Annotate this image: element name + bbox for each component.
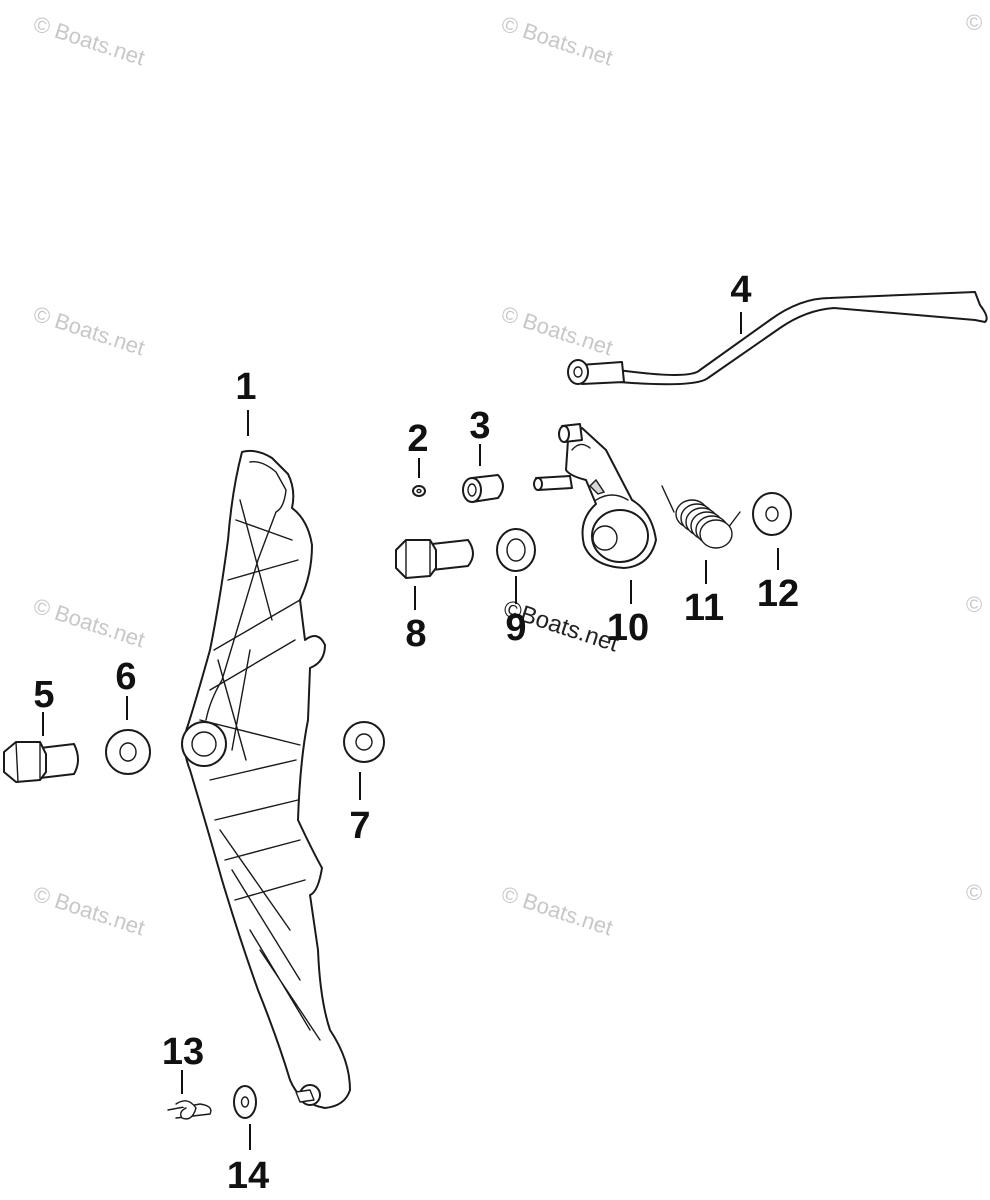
callout-14: 14 xyxy=(227,1155,269,1197)
part-7-washer xyxy=(343,721,385,763)
callout-8: 8 xyxy=(405,613,426,655)
callout-3: 3 xyxy=(469,405,490,447)
part-2-washer xyxy=(412,485,426,497)
part-12-washer xyxy=(752,492,792,536)
callout-12: 12 xyxy=(757,573,799,615)
part-10-lever xyxy=(533,423,657,569)
part-4-link-rod xyxy=(567,291,988,386)
callout-7: 7 xyxy=(349,805,370,847)
watermark: © Boats.net xyxy=(30,301,147,360)
part-5-bolt xyxy=(3,741,79,783)
callout-6: 6 xyxy=(115,656,136,698)
callout-10: 10 xyxy=(607,607,649,649)
part-14-washer xyxy=(233,1085,257,1119)
callout-5: 5 xyxy=(33,674,54,716)
callout-4: 4 xyxy=(730,269,751,311)
part-6-washer xyxy=(105,729,151,775)
watermark: © Boats.net xyxy=(30,593,147,652)
callout-1: 1 xyxy=(235,366,256,408)
watermark: © Boats.net xyxy=(30,11,147,70)
watermark: © xyxy=(966,592,982,617)
callout-13: 13 xyxy=(162,1031,204,1073)
watermark: © xyxy=(966,880,982,905)
part-11-spring xyxy=(661,485,741,549)
watermark: © Boats.net xyxy=(498,11,615,70)
callouts: 1 2 3 4 5 6 7 8 9 10 11 12 13 14 xyxy=(33,269,799,1197)
callout-11: 11 xyxy=(684,587,724,629)
callout-9: 9 xyxy=(505,607,526,649)
part-13-clip xyxy=(167,1100,212,1120)
watermark: © Boats.net xyxy=(498,881,615,940)
watermark: © Boats.net xyxy=(30,881,147,940)
leader-lines xyxy=(42,312,779,1150)
part-8-bolt xyxy=(395,539,474,579)
part-1-bracket xyxy=(181,449,351,1109)
part-9-washer xyxy=(496,528,536,572)
watermark: © Boats.net xyxy=(498,301,615,360)
watermarks: © Boats.net © Boats.net © Boats.net © Bo… xyxy=(30,10,982,940)
callout-2: 2 xyxy=(407,418,428,460)
part-3-bushing xyxy=(462,474,504,503)
watermark: © xyxy=(966,10,982,35)
